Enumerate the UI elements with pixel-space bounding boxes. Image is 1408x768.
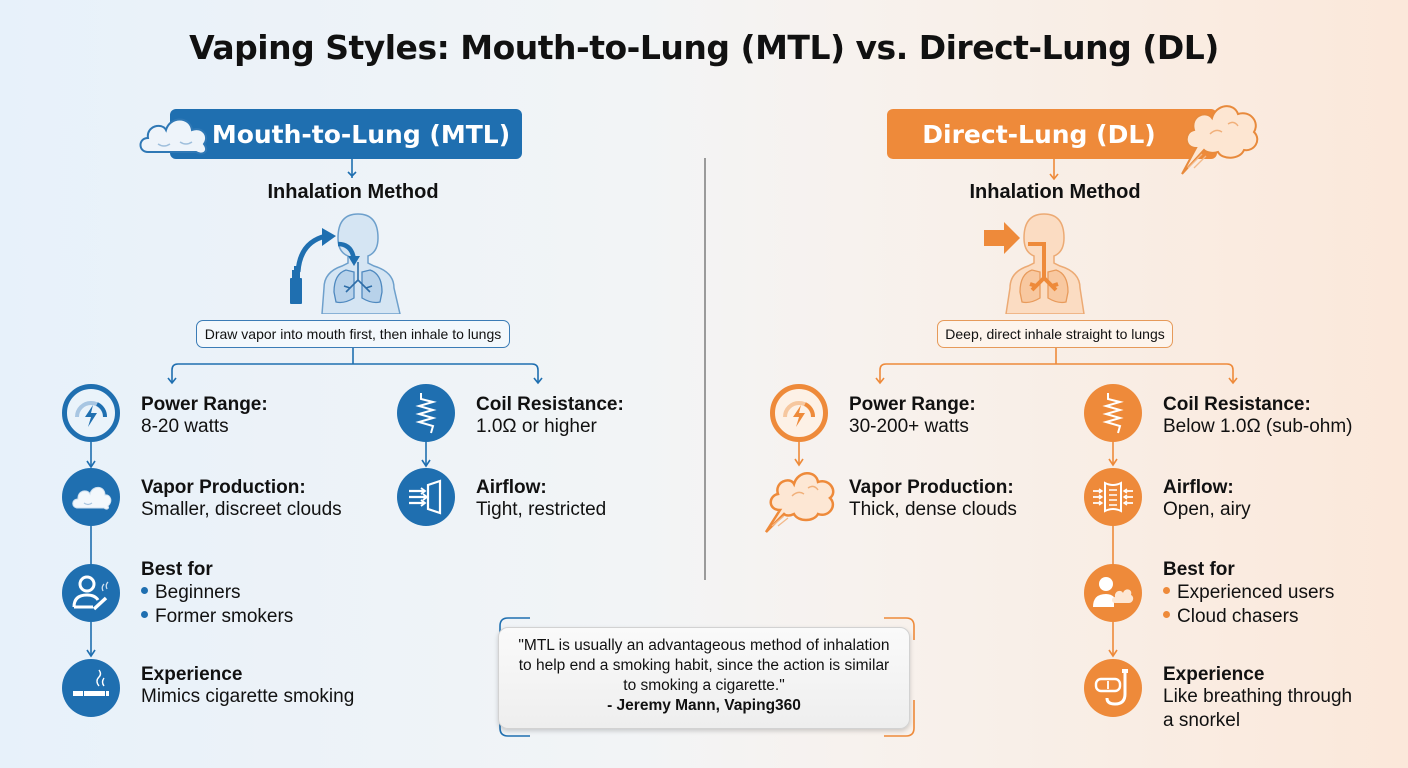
list-item: Former smokers xyxy=(141,605,293,629)
mtl-coil-value: 1.0Ω or higher xyxy=(476,416,597,437)
bullet-icon xyxy=(141,611,148,619)
bullet-icon xyxy=(1163,611,1170,619)
mtl-coil-title: Coil Resistance: xyxy=(476,394,624,415)
power-gauge-icon xyxy=(770,384,828,442)
dl-inhalation-heading: Inhalation Method xyxy=(969,181,1141,203)
mtl-vapor-title: Vapor Production: xyxy=(141,477,306,498)
mtl-inhalation-description-text: Draw vapor into mouth first, then inhale… xyxy=(204,326,502,342)
mtl-experience-title: Experience xyxy=(141,664,243,685)
person-smoking-icon xyxy=(62,564,120,622)
dl-coil-value: Below 1.0Ω (sub-ohm) xyxy=(1163,416,1353,437)
person-cloud-icon xyxy=(1084,564,1142,622)
cloud-icon xyxy=(136,108,212,160)
list-item: Cloud chasers xyxy=(1163,605,1334,629)
list-item: Beginners xyxy=(141,581,293,605)
bullet-icon xyxy=(141,587,148,595)
mtl-power-title: Power Range: xyxy=(141,394,268,415)
mtl-best-for-title: Best for xyxy=(141,559,213,580)
dl-best-for-list: Experienced users Cloud chasers xyxy=(1163,581,1334,629)
dl-banner: Direct-Lung (DL) xyxy=(887,109,1217,159)
cloud-burst-icon xyxy=(762,466,838,534)
dl-coil-title: Coil Resistance: xyxy=(1163,394,1311,415)
snorkel-icon xyxy=(1084,659,1142,717)
power-gauge-icon xyxy=(62,384,120,442)
dl-power-value: 30-200+ watts xyxy=(849,416,969,437)
mtl-airflow-value: Tight, restricted xyxy=(476,499,607,520)
dl-vapor-title: Vapor Production: xyxy=(849,477,1014,498)
coil-icon xyxy=(1084,384,1142,442)
mtl-inhalation-description: Draw vapor into mouth first, then inhale… xyxy=(196,320,510,348)
dl-best-for-title: Best for xyxy=(1163,559,1235,580)
list-item: Experienced users xyxy=(1163,581,1334,605)
dl-experience-value-line2: a snorkel xyxy=(1163,710,1241,731)
list-item-label: Former smokers xyxy=(155,606,294,627)
list-item-label: Beginners xyxy=(155,582,241,603)
list-item-label: Experienced users xyxy=(1177,582,1335,603)
mtl-vapor-value: Smaller, discreet clouds xyxy=(141,499,342,520)
page-title: Vaping Styles: Mouth-to-Lung (MTL) vs. D… xyxy=(189,28,1219,67)
mtl-banner: Mouth-to-Lung (MTL) xyxy=(170,109,522,159)
dl-airflow-value: Open, airy xyxy=(1163,499,1251,520)
mtl-inhalation-heading: Inhalation Method xyxy=(267,181,439,203)
dl-inhalation-description-text: Deep, direct inhale straight to lungs xyxy=(945,326,1165,342)
quote-line-2: to help end a smoking habit, since the a… xyxy=(518,657,890,674)
restricted-airflow-icon xyxy=(397,468,455,526)
mtl-power-value: 8-20 watts xyxy=(141,416,229,437)
cloud-icon xyxy=(62,468,120,526)
mtl-best-for-list: Beginners Former smokers xyxy=(141,581,293,629)
quote-line-3: to smoking a cigarette." xyxy=(623,677,785,694)
dl-inhalation-description: Deep, direct inhale straight to lungs xyxy=(937,320,1173,348)
dl-experience-value-line1: Like breathing through xyxy=(1163,686,1353,707)
dl-vapor-value: Thick, dense clouds xyxy=(849,499,1017,520)
torso-lungs-with-vape-arrow-icon xyxy=(282,208,412,314)
cigarette-icon xyxy=(62,659,120,717)
quote-box: "MTL is usually an advantageous method o… xyxy=(498,627,910,729)
list-item-label: Cloud chasers xyxy=(1177,606,1299,627)
open-airflow-icon xyxy=(1084,468,1142,526)
coil-icon xyxy=(397,384,455,442)
torso-lungs-direct-arrow-icon xyxy=(984,208,1114,314)
dl-experience-title: Experience xyxy=(1163,664,1265,685)
quote-author: - Jeremy Mann, Vaping360 xyxy=(607,697,801,714)
mtl-banner-label: Mouth-to-Lung (MTL) xyxy=(211,119,511,149)
bullet-icon xyxy=(1163,587,1170,595)
dl-power-title: Power Range: xyxy=(849,394,976,415)
mtl-experience-value: Mimics cigarette smoking xyxy=(141,686,355,707)
dl-banner-label: Direct-Lung (DL) xyxy=(922,119,1156,149)
quote-line-1: "MTL is usually an advantageous method o… xyxy=(518,637,890,654)
column-divider xyxy=(704,158,706,580)
cloud-burst-icon xyxy=(1176,98,1264,176)
mtl-airflow-title: Airflow: xyxy=(476,477,547,498)
dl-airflow-title: Airflow: xyxy=(1163,477,1234,498)
